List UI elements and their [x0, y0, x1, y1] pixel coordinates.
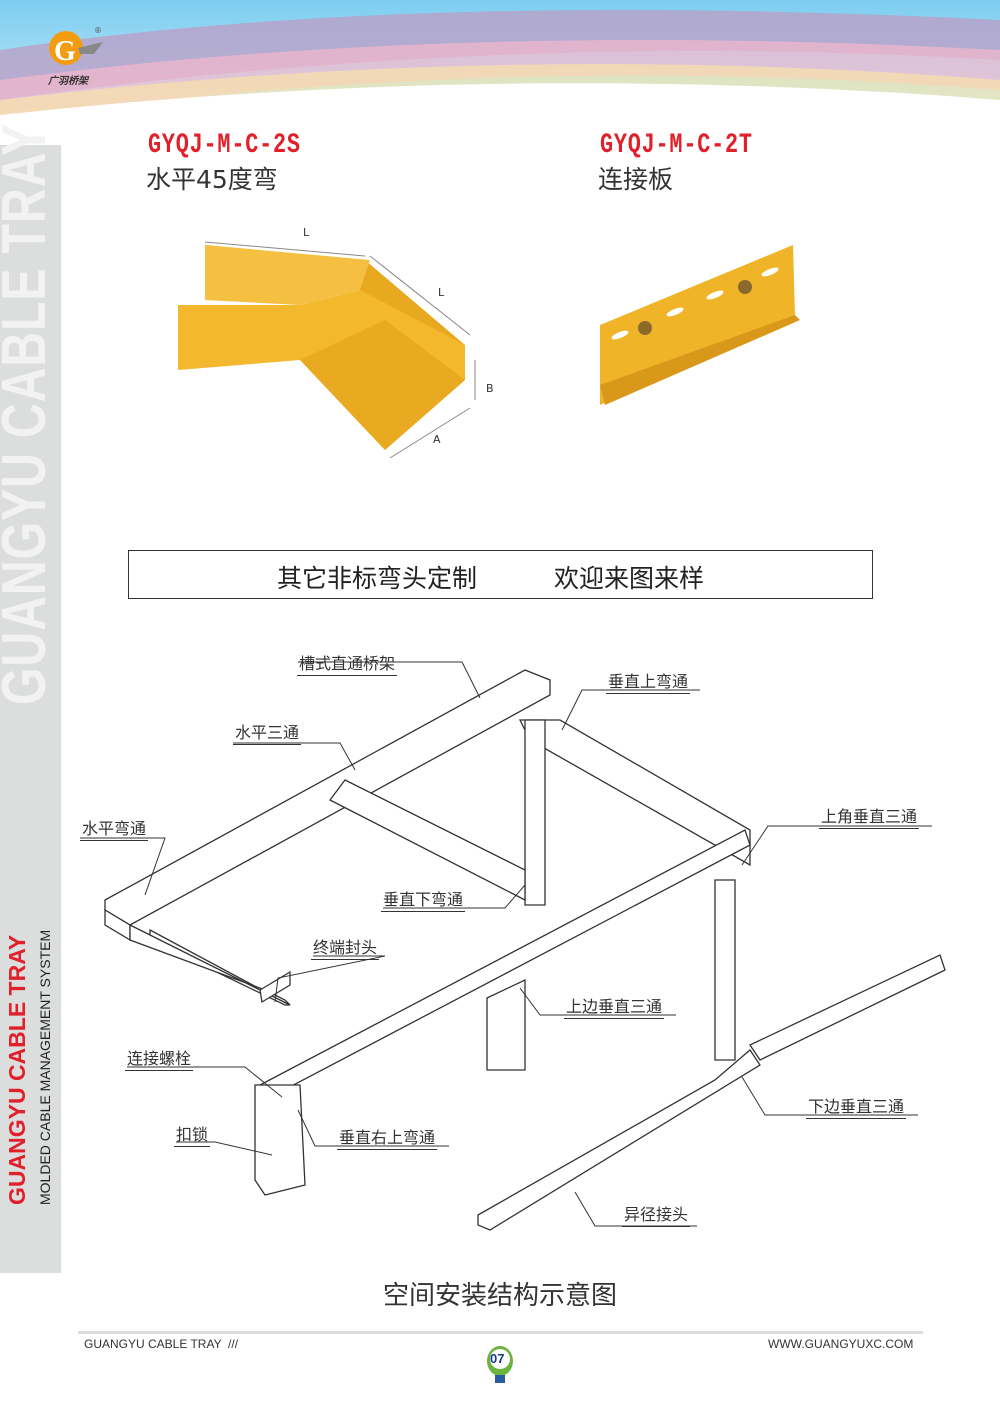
product-code: GYQJ-M-C-2S — [148, 130, 301, 161]
label-straight-tray: 槽式直通桥架 — [297, 650, 398, 676]
footer-brand: GUANGYU CABLE TRAY /// — [84, 1337, 239, 1351]
label-reducer: 异径接头 — [622, 1201, 691, 1227]
label-connecting-bolt: 连接螺栓 — [125, 1045, 194, 1071]
connector-plate-image — [600, 245, 800, 405]
diagram-caption: 空间安装结构示意图 — [382, 1281, 617, 1311]
logo-mark-icon: G — [49, 31, 103, 67]
label-top-corner-vertical-tee: 上角垂直三通 — [819, 803, 920, 829]
footer-divider — [78, 1331, 923, 1334]
dim-b: B — [486, 382, 494, 395]
label-end-cap: 终端封头 — [311, 934, 380, 960]
product-name: 连接板 — [598, 165, 674, 194]
sidebar-watermark: GUANGYU CABLE TRAY — [0, 123, 59, 705]
label-buckle-lock: 扣锁 — [174, 1121, 211, 1147]
header-banner — [0, 0, 1000, 200]
logo: G ® 广羽桥架 — [48, 26, 108, 88]
elbow-45-image: L L B A — [178, 226, 494, 459]
installation-diagram — [80, 661, 946, 1231]
product-name: 水平45度弯 — [146, 165, 278, 194]
page-number-badge: 07 — [485, 1346, 515, 1386]
product-code: GYQJ-M-C-2T — [600, 130, 753, 161]
registered-mark: ® — [94, 26, 102, 35]
svg-text:G: G — [54, 36, 76, 67]
dim-l2: L — [438, 286, 445, 299]
custom-order-notice: 其它非标弯头定制 欢迎来图来样 — [128, 550, 873, 599]
footer-website: WWW.GUANGYUXC.COM — [768, 1337, 914, 1351]
notice-right: 欢迎来图来样 — [554, 564, 705, 593]
dim-a: A — [433, 433, 441, 446]
label-horizontal-bend: 水平弯通 — [80, 815, 149, 841]
sidebar — [0, 145, 61, 1273]
page-number: 07 — [490, 1351, 505, 1366]
logo-text: 广羽桥架 — [48, 76, 88, 87]
label-lower-vertical-tee: 下边垂直三通 — [806, 1093, 907, 1119]
dim-l1: L — [303, 226, 310, 239]
label-upper-vertical-tee: 上边垂直三通 — [564, 993, 665, 1019]
label-vertical-right-up-bend: 垂直右上弯通 — [337, 1124, 438, 1150]
notice-left: 其它非标弯头定制 — [277, 564, 478, 593]
label-horizontal-tee: 水平三通 — [233, 719, 302, 745]
label-vertical-down-bend: 垂直下弯通 — [381, 886, 466, 912]
lightbulb-icon — [487, 1346, 513, 1383]
label-vertical-up-bend: 垂直上弯通 — [606, 668, 691, 694]
